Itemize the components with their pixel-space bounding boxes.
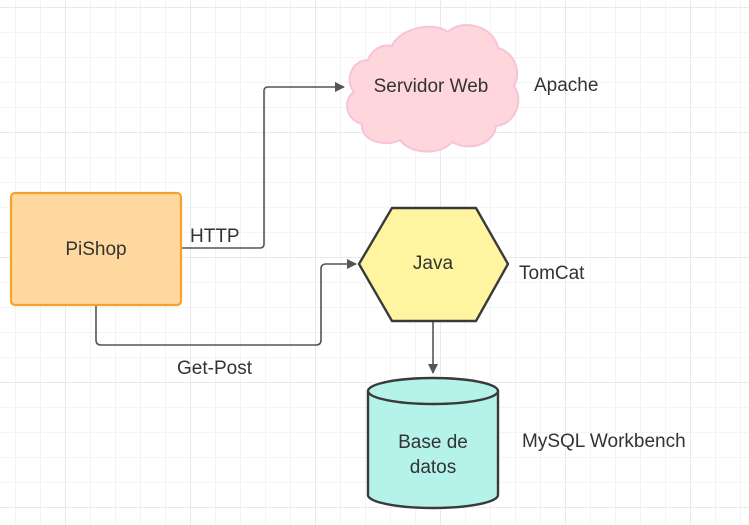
node-java[interactable]: Java	[357, 206, 510, 323]
java-label: Java	[413, 253, 454, 274]
node-web-server[interactable]: Servidor Web	[346, 24, 520, 153]
pishop-box[interactable]	[9, 191, 183, 307]
mysql-label: MySQL Workbench	[522, 431, 686, 452]
edge-get-post-label: Get-Post	[177, 358, 253, 379]
pishop-label: PiShop	[65, 239, 126, 260]
edge-http-label: HTTP	[190, 226, 240, 247]
java-hexagon[interactable]	[357, 206, 510, 323]
apache-label: Apache	[534, 75, 598, 96]
tomcat-label: TomCat	[519, 263, 585, 284]
database-cylinder-body[interactable]	[366, 391, 500, 510]
database-label-line1: Base de	[398, 432, 468, 453]
database-label-line2: datos	[410, 457, 456, 478]
node-database[interactable]: Base de datos	[366, 376, 500, 510]
node-pishop[interactable]: PiShop	[9, 191, 183, 307]
web-server-label: Servidor Web	[374, 76, 489, 97]
web-server-cloud[interactable]	[346, 24, 520, 153]
edge-get-post-connector[interactable]	[95, 259, 357, 346]
edge-http-connector[interactable]	[181, 82, 345, 249]
database-cylinder-top[interactable]	[366, 376, 500, 406]
